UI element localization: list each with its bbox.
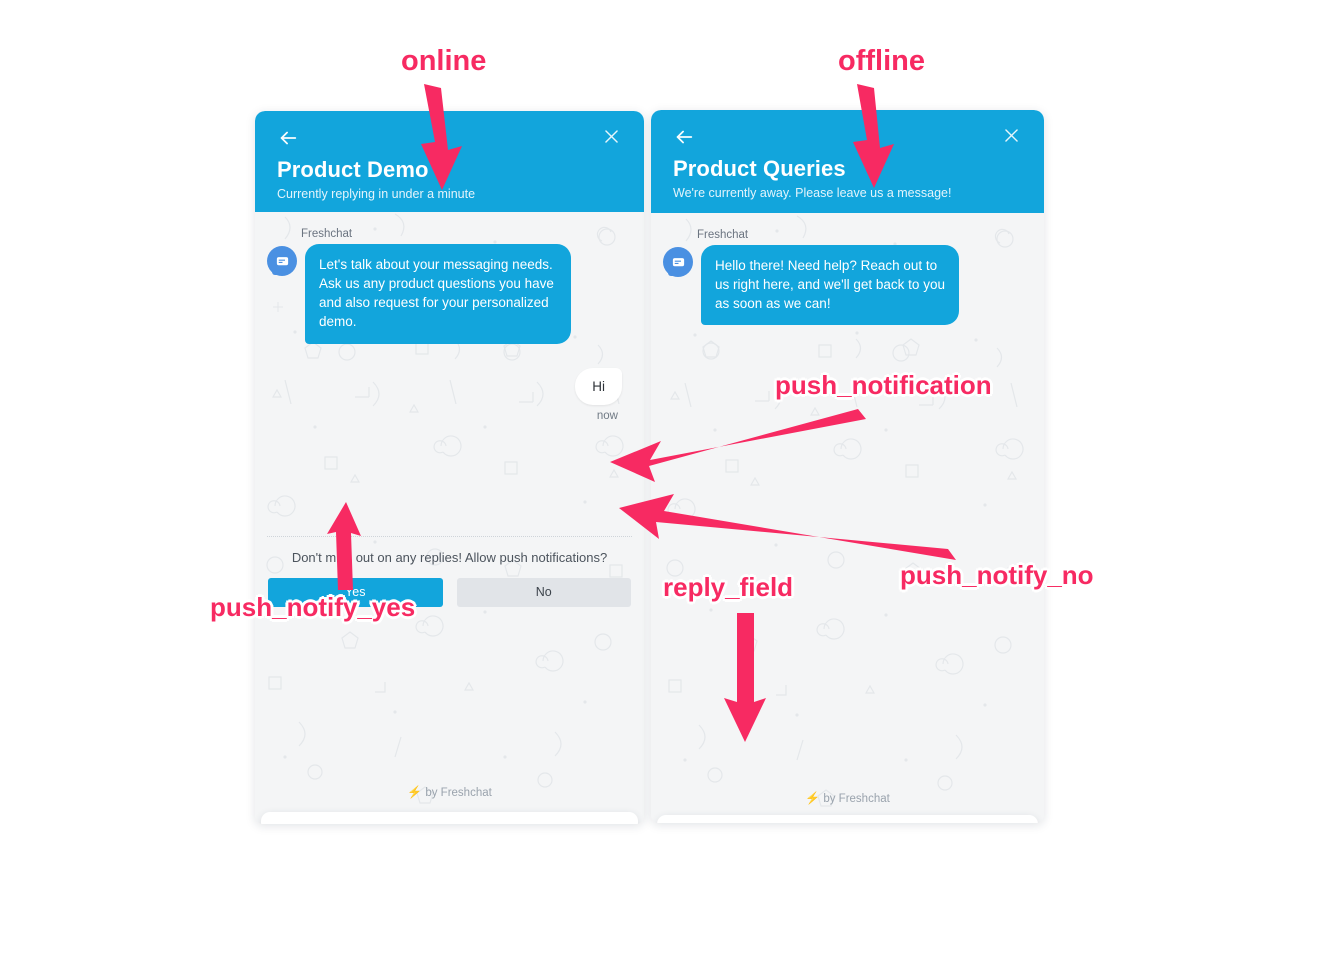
annotation-reply-field: reply_field — [661, 570, 795, 604]
annotation-push-notify-yes: push_notify_yes — [208, 590, 417, 624]
annotation-online: online — [399, 43, 488, 79]
brand-footer: ⚡ by Freshchat — [651, 791, 1044, 805]
widget-title: Product Queries — [673, 156, 846, 181]
push-notification-divider — [267, 536, 632, 537]
message-timestamp: now — [596, 409, 618, 422]
chat-body-offline: Freshchat Hello there! Need help? Reach … — [651, 213, 1044, 823]
widget-title: Product Demo — [277, 157, 429, 182]
chat-widget-online: Product Demo Currently replying in under… — [255, 111, 644, 824]
agent-message-row: Let's talk about your messaging needs. A… — [255, 244, 644, 344]
annotation-offline: offline — [836, 43, 927, 79]
brand-label: by Freshchat — [823, 793, 890, 805]
chat-widget-offline: Product Queries We're currently away. Pl… — [651, 110, 1044, 823]
annotation-push-notification: push_notification — [773, 368, 994, 402]
widget-header-online: Product Demo Currently replying in under… — [255, 111, 644, 212]
avatar — [267, 246, 297, 276]
close-icon[interactable] — [1002, 126, 1024, 148]
reply-field-offline[interactable] — [657, 815, 1038, 823]
close-icon[interactable] — [602, 127, 624, 149]
brand-label: by Freshchat — [425, 787, 492, 799]
agent-message-row: Hello there! Need help? Reach out to us … — [651, 245, 1044, 326]
widget-subtitle: Currently replying in under a minute — [277, 186, 476, 201]
chat-bubble-icon — [672, 257, 684, 266]
back-arrow-icon[interactable] — [277, 127, 299, 149]
lightning-bolt-icon: ⚡ — [805, 791, 821, 805]
widget-subtitle: We're currently away. Please leave us a … — [673, 185, 952, 200]
chat-bubble-icon — [276, 256, 288, 265]
lightning-bolt-icon: ⚡ — [407, 785, 423, 799]
agent-message-bubble: Let's talk about your messaging needs. A… — [305, 244, 571, 344]
message-list-online: Freshchat Let's talk about your messagin… — [255, 228, 644, 422]
message-list-offline: Freshchat Hello there! Need help? Reach … — [651, 229, 1044, 326]
agent-name: Freshchat — [697, 229, 749, 241]
agent-name: Freshchat — [301, 228, 353, 240]
push-notify-no-button[interactable]: No — [456, 578, 631, 607]
chat-body-online: Freshchat Let's talk about your messagin… — [255, 212, 644, 824]
brand-footer: ⚡ by Freshchat — [255, 785, 644, 799]
user-message-row: Hi — [255, 367, 644, 405]
avatar — [663, 247, 693, 277]
push-notification-question: Don't miss out on any replies! Allow pus… — [291, 550, 608, 565]
user-message-bubble: Hi — [575, 367, 622, 405]
back-arrow-icon[interactable] — [673, 126, 695, 148]
agent-message-bubble: Hello there! Need help? Reach out to us … — [701, 245, 959, 326]
widget-header-offline: Product Queries We're currently away. Pl… — [651, 110, 1044, 213]
reply-field-online[interactable] — [261, 812, 638, 824]
annotation-push-notify-no: push_notify_no — [898, 558, 1096, 592]
